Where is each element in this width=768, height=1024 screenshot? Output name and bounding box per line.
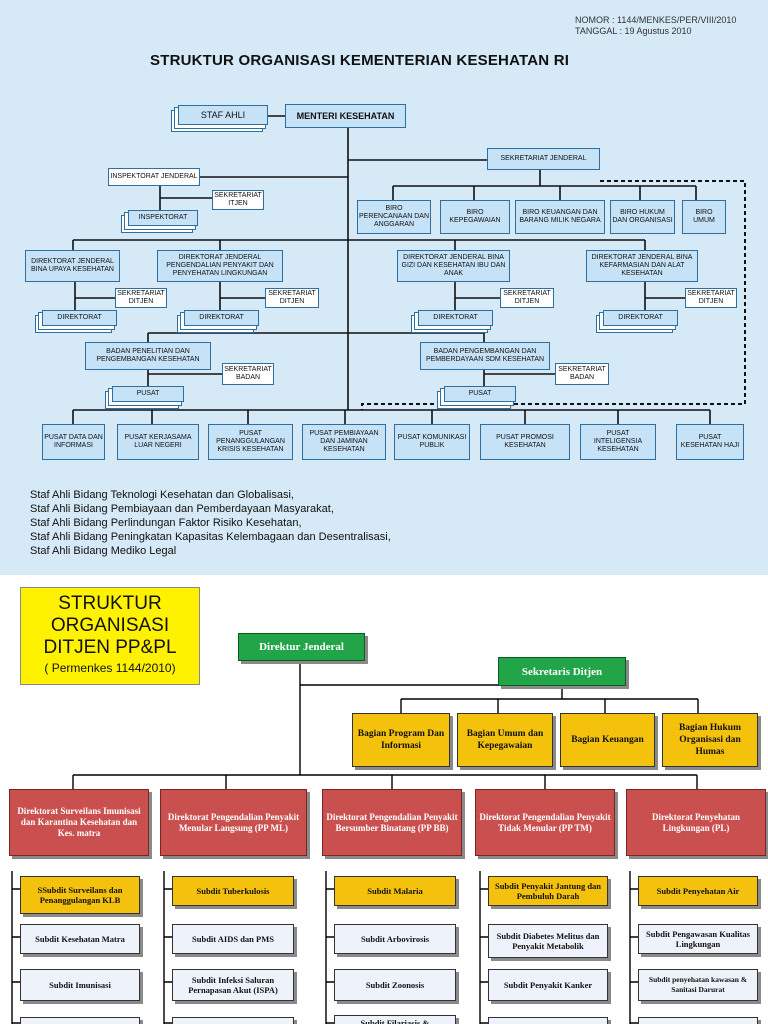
pusat-list-box: PUSAT PROMOSI KESEHATAN <box>480 424 570 460</box>
subdit-box: Subdit Penyehatan Air <box>638 876 758 906</box>
staf-ahli-item: Staf Ahli Bidang Mediko Legal <box>30 545 177 557</box>
subdit-box: Subdit Malaria <box>334 876 456 906</box>
sekretariat-badan-box: SEKRETARIAT BADAN <box>222 363 274 385</box>
direktorat-box: Direktorat Penyehatan Lingkungan (PL) <box>626 789 766 856</box>
subdit-box <box>20 1017 140 1024</box>
biro-box: BIRO KEUANGAN DAN BARANG MILIK NEGARA <box>515 200 605 234</box>
subdit-box: Subdit Tuberkulosis <box>172 876 294 906</box>
subdit-box <box>638 1017 758 1024</box>
bottom-connector-lines <box>11 661 699 1024</box>
direktorat-box: DIREKTORAT <box>42 310 117 326</box>
pusat-list-box: PUSAT KOMUNIKASI PUBLIK <box>394 424 470 460</box>
subdit-box: Subdit Infeksi Saluran Pernapasan Akut (… <box>172 969 294 1001</box>
ref-nomor: NOMOR : 1144/MENKES/PER/VIII/2010 <box>575 15 737 25</box>
direktorat-box: Direktorat Pengendalian Penyakit Menular… <box>160 789 307 856</box>
sekretariat-badan-box: SEKRETARIAT BADAN <box>555 363 609 385</box>
bagian-box: Bagian Umum dan Kepegawaian <box>457 713 553 767</box>
pusat-list-box: PUSAT DATA DAN INFORMASI <box>42 424 105 460</box>
title-subtitle: ( Permenkes 1144/2010) <box>44 661 176 675</box>
subdit-box: Subdit Arbovirosis <box>334 924 456 954</box>
biro-box: BIRO HUKUM DAN ORGANISASI <box>610 200 675 234</box>
pusat-box: PUSAT <box>444 386 516 402</box>
ditjen-title-block: STRUKTUR ORGANISASI DITJEN PP&PL ( Perme… <box>20 587 200 685</box>
subdit-box: Subdit Zoonosis <box>334 969 456 1001</box>
biro-box: BIRO UMUM <box>682 200 726 234</box>
ref-tanggal: TANGGAL : 19 Agustus 2010 <box>575 26 692 36</box>
staf-ahli-box: STAF AHLI <box>178 105 268 125</box>
subdit-box: Subdit Imunisasi <box>20 969 140 1001</box>
bagian-box: Bagian Hukum Organisasi dan Humas <box>662 713 758 767</box>
sekretariat-ditjen-box: SEKRETARIAT DITJEN <box>115 288 167 308</box>
sekretariat-ditjen-box: SEKRETARIAT DITJEN <box>265 288 319 308</box>
direktorat-box: DIREKTORAT <box>184 310 259 326</box>
subdit-box <box>488 1017 608 1024</box>
subdit-box: Subdit Kesehatan Matra <box>20 924 140 954</box>
staf-ahli-item: Staf Ahli Bidang Teknologi Kesehatan dan… <box>30 489 294 501</box>
pusat-box: PUSAT <box>112 386 184 402</box>
badan-box: BADAN PENGEMBANGAN DAN PEMBERDAYAAN SDM … <box>420 342 550 370</box>
subdit-box: Subdit AIDS dan PMS <box>172 924 294 954</box>
dirjen-box: DIREKTORAT JENDERAL BINA GIZI DAN KESEHA… <box>397 250 510 282</box>
bagian-box: Bagian Program Dan Informasi <box>352 713 450 767</box>
inspektorat-box: INSPEKTORAT <box>128 210 198 226</box>
pusat-list-box: PUSAT PENANGGULANGAN KRISIS KESEHATAN <box>208 424 293 460</box>
subdit-box: Subdit Filariasis & <box>334 1015 456 1024</box>
menteri-box: MENTERI KESEHATAN <box>285 104 406 128</box>
dirjen-box: Direktur Jenderal <box>238 633 365 661</box>
subdit-box: Subdit penyehatan kawasan & Sanitasi Dar… <box>638 969 758 1001</box>
pusat-list-box: PUSAT INTELIGENSIA KESEHATAN <box>580 424 656 460</box>
page-title: STRUKTUR ORGANISASI KEMENTERIAN KESEHATA… <box>150 52 570 69</box>
direktorat-box: DIREKTORAT <box>418 310 493 326</box>
pusat-list-box: PUSAT KERJASAMA LUAR NEGERI <box>117 424 199 460</box>
dirjen-box: DIREKTORAT JENDERAL PENGENDALIAN PENYAKI… <box>157 250 283 282</box>
title-line: DITJEN PP&PL <box>43 637 177 658</box>
subdit-box: Subdit Penyakit Jantung dan Pembuluh Dar… <box>488 876 608 906</box>
sekretariat-ditjen-box: SEKRETARIAT DITJEN <box>685 288 737 308</box>
staf-ahli-item: Staf Ahli Bidang Pembiayaan dan Pemberda… <box>30 503 334 515</box>
subdit-box: Subdit Penyakit Kanker <box>488 969 608 1001</box>
sekretariat-ditjen-box: SEKRETARIAT DITJEN <box>500 288 554 308</box>
subdit-box: SSubdit Surveilans dan Penanggulangan KL… <box>20 876 140 914</box>
direktorat-box: Direktorat Pengendalian Penyakit Bersumb… <box>322 789 462 856</box>
itjen-box: INSPEKTORAT JENDERAL <box>108 168 200 186</box>
title-line: STRUKTUR <box>58 593 162 614</box>
direktorat-box: DIREKTORAT <box>603 310 678 326</box>
staf-ahli-list: Staf Ahli Bidang Teknologi Kesehatan dan… <box>30 488 391 558</box>
dirjen-box: DIREKTORAT JENDERAL BINA UPAYA KESEHATAN <box>25 250 120 282</box>
bagian-box: Bagian Keuangan <box>560 713 655 767</box>
subdit-box: Subdit Diabetes Melitus dan Penyakit Met… <box>488 924 608 958</box>
kemenkes-org-chart: NOMOR : 1144/MENKES/PER/VIII/2010 TANGGA… <box>0 0 768 575</box>
pusat-list-box: PUSAT KESEHATAN HAJI <box>676 424 744 460</box>
sesditjen-box: Sekretaris Ditjen <box>498 657 626 686</box>
sekretariat-itjen-box: SEKRETARIAT ITJEN <box>212 190 264 210</box>
direktorat-box: Direktorat Pengendalian Penyakit Tidak M… <box>475 789 615 856</box>
subdit-box: Subdit Pengawasan Kualitas Lingkungan <box>638 924 758 954</box>
ditjen-pppl-org-chart: STRUKTUR ORGANISASI DITJEN PP&PL ( Perme… <box>0 575 768 1024</box>
badan-box: BADAN PENELITIAN DAN PENGEMBANGAN KESEHA… <box>85 342 211 370</box>
subdit-box <box>172 1017 294 1024</box>
title-line: ORGANISASI <box>50 615 170 636</box>
top-connector-lines <box>72 115 746 424</box>
staf-ahli-item: Staf Ahli Bidang Peningkatan Kapasitas K… <box>30 531 391 543</box>
sekjen-box: SEKRETARIAT JENDERAL <box>487 148 600 170</box>
biro-box: BIRO KEPEGAWAIAN <box>440 200 510 234</box>
dirjen-box: DIREKTORAT JENDERAL BINA KEFARMASIAN DAN… <box>586 250 698 282</box>
pusat-list-box: PUSAT PEMBIAYAAN DAN JAMINAN KESEHATAN <box>302 424 386 460</box>
biro-box: BIRO PERENCANAAN DAN ANGGARAN <box>357 200 431 234</box>
staf-ahli-item: Staf Ahli Bidang Perlindungan Faktor Ris… <box>30 517 302 529</box>
direktorat-box: Direktorat Surveilans Imunisasi dan Kara… <box>9 789 149 856</box>
